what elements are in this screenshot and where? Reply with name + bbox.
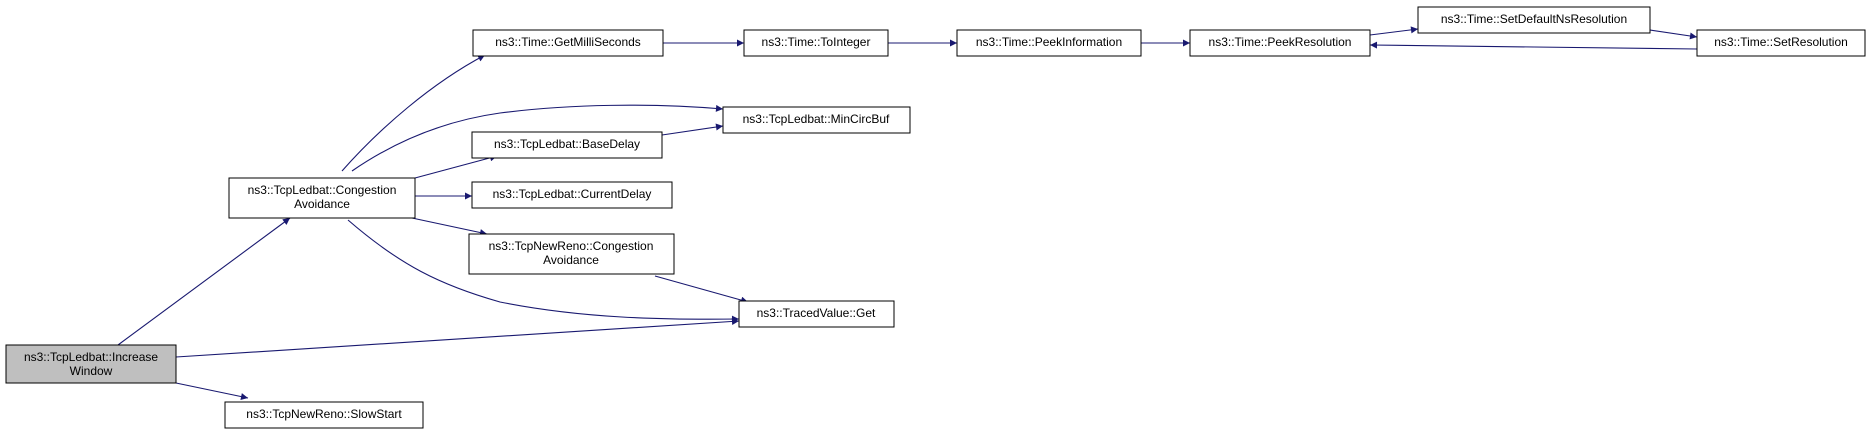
- node-set-default-ns-resolution-label: ns3::Time::SetDefaultNsResolution: [1441, 12, 1627, 26]
- node-to-integer-label: ns3::Time::ToInteger: [762, 35, 871, 49]
- node-newreno-congestion-avoidance-line-2: Avoidance: [543, 253, 599, 267]
- node-min-circ-buf-label: ns3::TcpLedbat::MinCircBuf: [743, 112, 890, 126]
- edge-increase-window-to-slow-start: [175, 382, 249, 400]
- node-set-default-ns-resolution[interactable]: ns3::Time::SetDefaultNsResolution: [1417, 6, 1651, 34]
- edge-congestion-avoidance-to-get-milliseconds: [341, 54, 486, 172]
- node-min-circ-buf[interactable]: ns3::TcpLedbat::MinCircBuf: [722, 106, 911, 134]
- edge-congestion-avoidance-to-newreno-congestion-avoidance: [411, 217, 488, 236]
- edge-congestion-avoidance-to-traced-value-get: [347, 219, 740, 323]
- node-newreno-congestion-avoidance-line-1: ns3::TcpNewReno::Congestion: [489, 239, 654, 253]
- node-newreno-slow-start[interactable]: ns3::TcpNewReno::SlowStart: [224, 401, 424, 429]
- edge-peek-resolution-to-set-default-ns-resolution: [1369, 26, 1419, 36]
- node-base-delay-label: ns3::TcpLedbat::BaseDelay: [494, 137, 640, 151]
- edge-increase-window-to-congestion-avoidance: [117, 217, 291, 346]
- edge-increase-window-to-traced-value-get: [175, 317, 740, 358]
- edge-congestion-avoidance-to-base-delay: [414, 154, 498, 179]
- node-ledbat-congestion-avoidance-line-2: Avoidance: [294, 197, 350, 211]
- node-increase-window-line-2: Window: [70, 364, 113, 378]
- node-base-delay[interactable]: ns3::TcpLedbat::BaseDelay: [471, 131, 663, 159]
- edge-base-delay-to-min-circ-buf: [661, 123, 724, 136]
- node-set-resolution-label: ns3::Time::SetResolution: [1714, 35, 1848, 49]
- edge-newreno-congestion-avoidance-to-traced-value-get: [654, 275, 749, 304]
- node-current-delay-label: ns3::TcpLedbat::CurrentDelay: [493, 187, 652, 201]
- node-to-integer[interactable]: ns3::Time::ToInteger: [743, 29, 889, 57]
- node-newreno-slow-start-label: ns3::TcpNewReno::SlowStart: [246, 407, 402, 421]
- edges: [117, 26, 1698, 400]
- edge-set-default-ns-resolution-to-set-resolution: [1649, 29, 1698, 40]
- node-ledbat-congestion-avoidance[interactable]: ns3::TcpLedbat::Congestion Avoidance: [228, 177, 416, 219]
- edge-set-resolution-to-peek-resolution: [1369, 41, 1698, 50]
- node-ledbat-congestion-avoidance-line-1: ns3::TcpLedbat::Congestion: [248, 183, 397, 197]
- edge-congestion-avoidance-to-min-circ-buf: [351, 104, 724, 172]
- node-traced-value-get-label: ns3::TracedValue::Get: [757, 306, 876, 320]
- node-current-delay[interactable]: ns3::TcpLedbat::CurrentDelay: [471, 181, 673, 209]
- node-peek-information[interactable]: ns3::Time::PeekInformation: [956, 29, 1142, 57]
- node-newreno-congestion-avoidance[interactable]: ns3::TcpNewReno::Congestion Avoidance: [468, 233, 675, 275]
- node-increase-window[interactable]: ns3::TcpLedbat::Increase Window: [5, 344, 177, 384]
- node-peek-information-label: ns3::Time::PeekInformation: [976, 35, 1122, 49]
- node-traced-value-get[interactable]: ns3::TracedValue::Get: [738, 300, 895, 328]
- node-get-milliseconds-label: ns3::Time::GetMilliSeconds: [495, 35, 641, 49]
- node-get-milliseconds[interactable]: ns3::Time::GetMilliSeconds: [472, 29, 664, 57]
- node-peek-resolution-label: ns3::Time::PeekResolution: [1209, 35, 1352, 49]
- node-set-resolution[interactable]: ns3::Time::SetResolution: [1696, 29, 1866, 57]
- node-increase-window-line-1: ns3::TcpLedbat::Increase: [24, 350, 158, 364]
- nodes: ns3::TcpLedbat::Increase Window ns3::Tcp…: [5, 6, 1866, 429]
- node-peek-resolution[interactable]: ns3::Time::PeekResolution: [1189, 29, 1371, 57]
